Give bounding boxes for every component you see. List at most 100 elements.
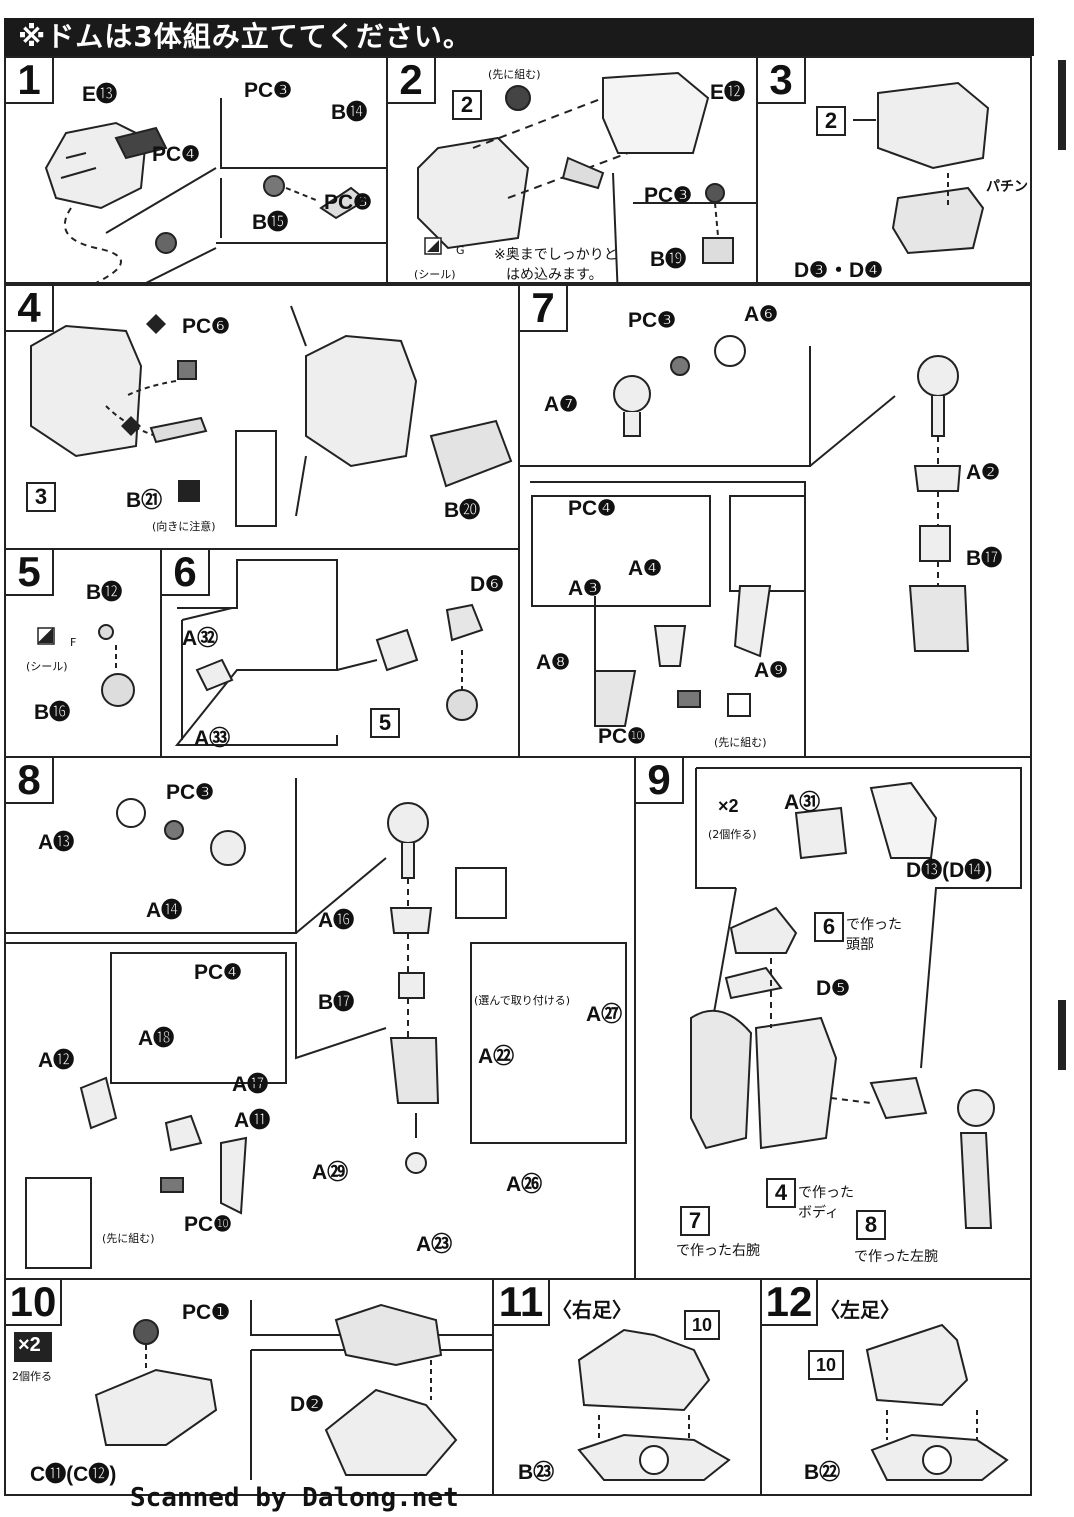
- step-number: 9: [636, 758, 684, 804]
- step-number: 12: [762, 1280, 818, 1326]
- label-b20: B⓴: [444, 499, 481, 522]
- label-head-2: 頭部: [846, 937, 874, 953]
- step-12-panel: 12 〈左足〉 10 B㉒: [760, 1278, 1032, 1496]
- label-body-2: ボディ: [798, 1205, 840, 1221]
- label-a31: A㉛: [784, 791, 821, 814]
- label-a16: A⓰: [318, 909, 355, 932]
- label-seal: (シール): [26, 660, 68, 673]
- label-a6: A❻: [744, 303, 778, 326]
- title-bar: ※ドムは3体組み立ててください。: [4, 18, 1034, 56]
- label-make2: (2個作る): [708, 828, 757, 841]
- label-a27: A㉗: [586, 1003, 623, 1026]
- step-5-illustration: [37, 624, 135, 707]
- label-pcf: PC❻: [182, 315, 230, 338]
- edge-mark-top: [1058, 60, 1066, 150]
- label-a8: A❽: [536, 651, 570, 674]
- step-11-title: 〈右足〉: [552, 1300, 632, 1322]
- label-a23: A㉓: [416, 1233, 453, 1256]
- step-9-illustration: [690, 767, 1022, 1229]
- label-pcj: PC❿: [598, 725, 646, 748]
- ref-step-box: 10: [808, 1350, 844, 1380]
- step-2-illustration: [417, 71, 760, 299]
- label-make2: 2個作る: [12, 1370, 52, 1383]
- step-7-illustration: [520, 335, 970, 766]
- label-x2: ×2: [18, 1334, 41, 1356]
- label-a2: A❷: [966, 461, 1000, 484]
- label-b12: B⓬: [86, 581, 123, 604]
- label-d2: D❷: [290, 1393, 324, 1416]
- label-d13: D⓭(D⓮): [906, 859, 993, 882]
- step-number: 3: [758, 58, 806, 104]
- step-6-illustration: [174, 559, 484, 746]
- step-4-panel: 4 PC❻ B㉑ (向きに注意) 3 B⓴: [4, 284, 520, 550]
- step-6-panel: 6 A㉜ A㉝ D❻ 5: [160, 548, 520, 758]
- step-number: 10: [6, 1280, 62, 1326]
- ref-step-box: 2: [816, 106, 846, 136]
- label-b17: B⓱: [966, 547, 1003, 570]
- step-3-panel: 3 2 パチン D❸・D❹: [756, 56, 1032, 284]
- label-choose: (選んで取り付ける): [474, 994, 571, 1007]
- label-d3-d4: D❸・D❹: [794, 259, 883, 282]
- step-4-illustration: [30, 305, 513, 527]
- label-seal-letter: G: [456, 244, 465, 257]
- label-x2: ×2: [718, 796, 739, 816]
- label-a4: A❹: [628, 557, 662, 580]
- label-a3: A❸: [568, 577, 602, 600]
- label-head-1: で作った: [846, 917, 902, 933]
- label-warning: (向きに注意): [152, 520, 216, 533]
- label-a33: A㉝: [194, 727, 231, 750]
- step-2-panel: 2 (先に組む) 2 E⓬ PC❸ B⓳ ※奥までしっかりと はめ込みます。 G…: [386, 56, 760, 299]
- label-pcc: PC❸: [628, 309, 676, 332]
- label-a32: A㉜: [182, 627, 219, 650]
- step-number: 6: [162, 550, 210, 596]
- edge-mark-mid: [1058, 1000, 1066, 1070]
- label-d5: D❺: [816, 977, 850, 1000]
- label-c11: C⓫(C⓬): [30, 1463, 117, 1486]
- label-b16: B⓰: [34, 701, 71, 724]
- step-number: 1: [6, 58, 54, 104]
- ref-step-8: 8: [856, 1210, 886, 1240]
- ref-step-box: 5: [370, 708, 400, 738]
- step-9-panel: 9 ×2 (2個作る) A㉛ D⓭(D⓮) 6 で作った 頭部 D❺ 4 で作っ…: [634, 756, 1032, 1280]
- label-right-arm: で作った右腕: [676, 1243, 760, 1259]
- label-pcc-bottom: PC❸: [324, 191, 372, 214]
- label-b22: B㉒: [804, 1461, 841, 1484]
- step-10-illustration: [94, 1300, 496, 1480]
- step-12-title: 〈左足〉: [820, 1300, 900, 1322]
- step-1-panel: 1 E⓭ PC❹ PC❸ B⓮ B⓯ PC❸: [4, 56, 390, 330]
- label-a26: A㉖: [506, 1173, 543, 1196]
- label-seal: (シール): [414, 268, 456, 281]
- label-a11: A⓫: [234, 1109, 271, 1132]
- step-11-panel: 11 〈右足〉 10 B㉓: [492, 1278, 762, 1496]
- label-a22: A㉒: [478, 1045, 515, 1068]
- label-click: パチン: [986, 179, 1028, 195]
- ref-step-box: 10: [684, 1310, 720, 1340]
- ref-step-6: 6: [814, 912, 844, 942]
- step-number: 11: [494, 1280, 550, 1326]
- label-pcc: PC❸: [166, 781, 214, 804]
- step-12-illustration: [865, 1323, 1009, 1481]
- label-a12: A⓬: [38, 1049, 75, 1072]
- label-a29: A㉙: [312, 1161, 349, 1184]
- label-b14: B⓮: [331, 101, 368, 124]
- label-d6: D❻: [470, 573, 504, 596]
- label-pcc: PC❸: [644, 184, 692, 207]
- label-pcd: PC❹: [194, 961, 242, 984]
- label-f: F: [70, 636, 77, 649]
- step-number: 5: [6, 550, 54, 596]
- label-first: (先に組む): [488, 68, 541, 81]
- ref-step-box: 2: [452, 90, 482, 120]
- step-8-panel: 8 PC❸ A⓭ A⓮ A⓰ B⓱ PC❹ A: [4, 756, 636, 1280]
- label-a18: A⓲: [138, 1027, 175, 1050]
- label-e12: E⓬: [710, 81, 746, 104]
- step-3-illustration: [853, 81, 990, 255]
- label-a17: A⓱: [232, 1073, 269, 1096]
- label-b23: B㉓: [518, 1461, 555, 1484]
- multiplier-badge: [14, 1332, 52, 1362]
- scan-credit: Scanned by Dalong.net: [130, 1483, 459, 1513]
- step-number: 7: [520, 286, 568, 332]
- note-line-1: ※奥までしっかりと: [494, 247, 618, 263]
- label-pca: PC❶: [182, 1301, 230, 1324]
- label-pcd: PC❹: [152, 143, 200, 166]
- step-number: 8: [6, 758, 54, 804]
